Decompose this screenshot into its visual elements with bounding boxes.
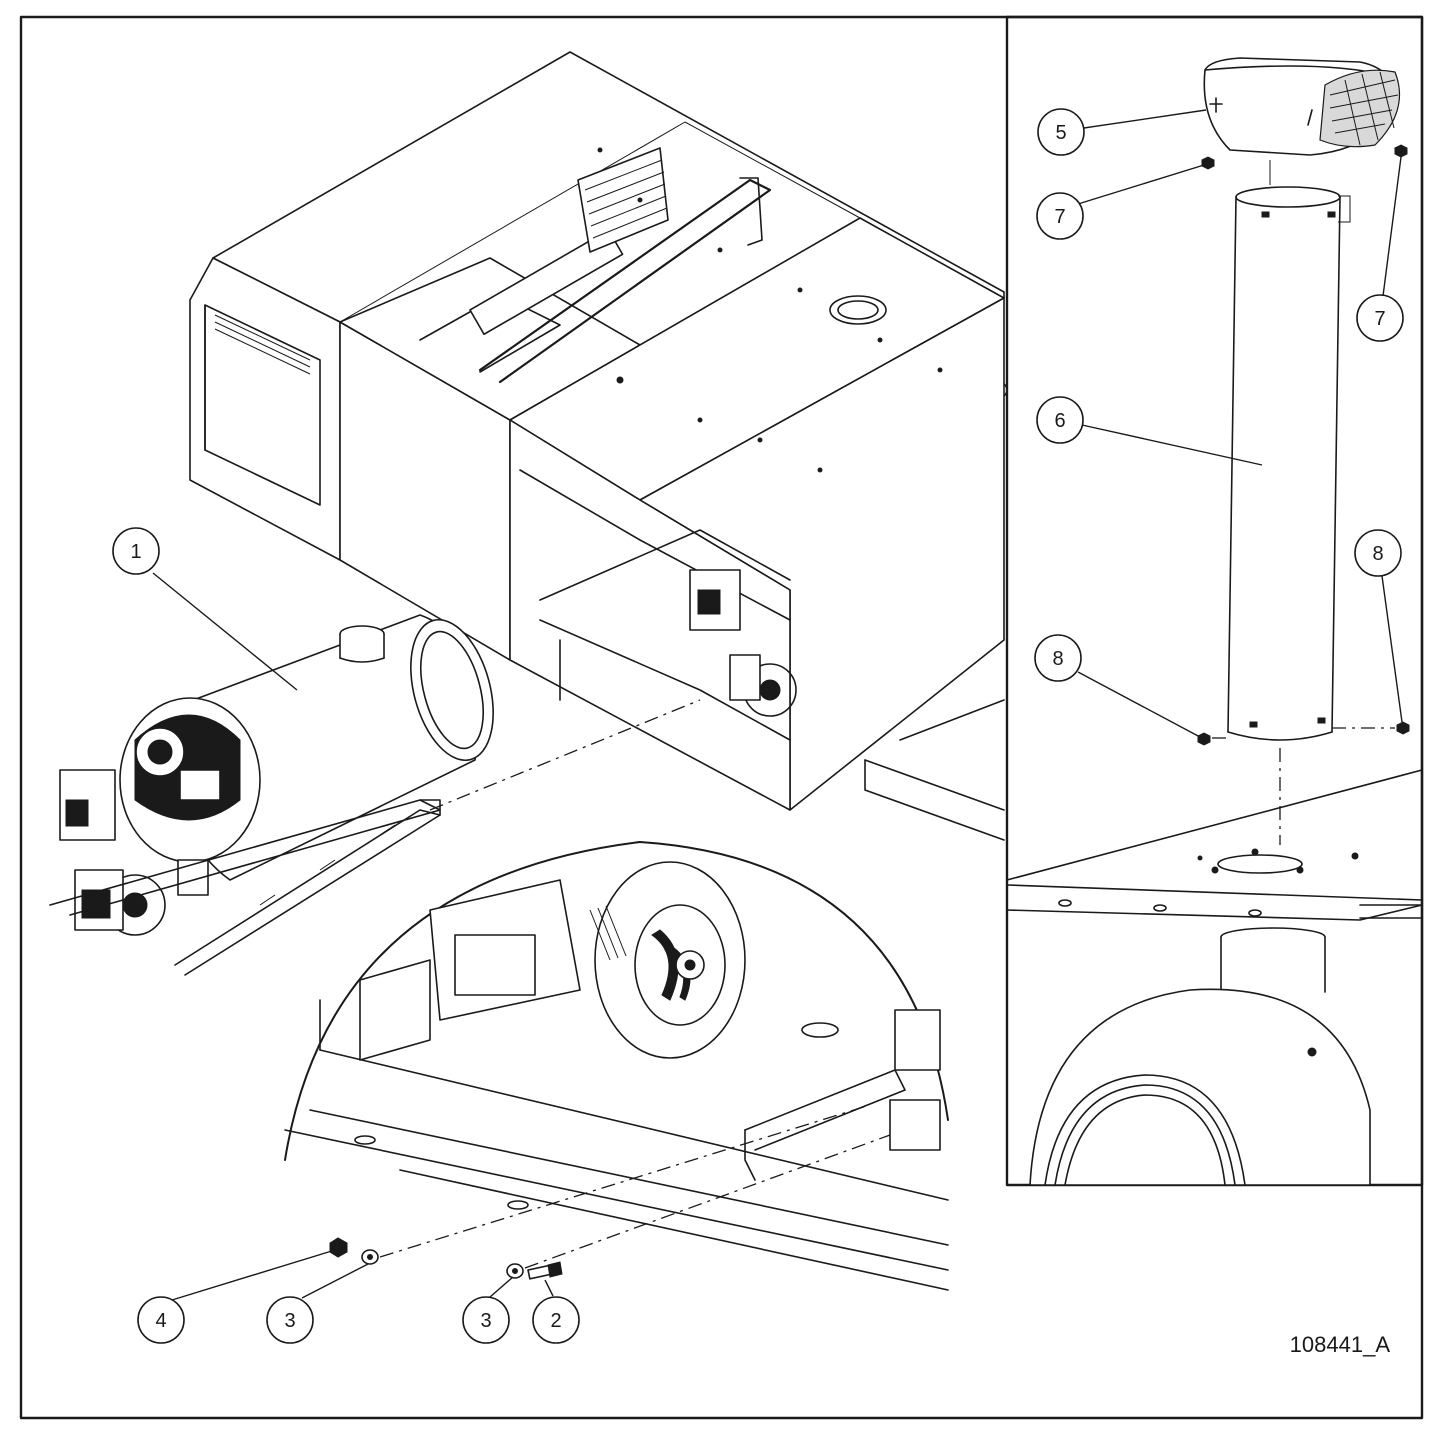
svg-text:3: 3 [284, 1310, 295, 1332]
vent-hood [1203, 57, 1401, 156]
svg-text:5: 5 [1055, 122, 1066, 144]
callout-2: 2 [532, 1296, 580, 1344]
cabinet-fasteners [597, 147, 943, 473]
left-grille [214, 314, 311, 375]
drawing-id-label: 108441_A [1290, 1332, 1391, 1357]
svg-text:6: 6 [1054, 410, 1065, 432]
svg-text:7: 7 [1054, 206, 1065, 228]
callout-5: 5 [1037, 108, 1085, 156]
callout-4: 4 [137, 1296, 185, 1344]
callout-8-left: 8 [1034, 634, 1082, 682]
callout-7-left: 7 [1036, 192, 1084, 240]
callout-3-right: 3 [462, 1296, 510, 1344]
burner-assembly [49, 614, 494, 976]
svg-text:8: 8 [1052, 648, 1063, 670]
vent-mesh [577, 147, 669, 253]
blower-fins [651, 929, 705, 1001]
svg-text:8: 8 [1372, 543, 1383, 565]
svg-text:3: 3 [480, 1310, 491, 1332]
callout-8-right: 8 [1354, 529, 1402, 577]
mounting-hardware [329, 1237, 563, 1280]
svg-text:4: 4 [155, 1310, 166, 1332]
vent-pipe [1227, 160, 1351, 741]
callout-7-right: 7 [1356, 294, 1404, 342]
callout-3-left: 3 [266, 1296, 314, 1344]
vent-detail-panel [1005, 15, 1424, 1187]
callout-6: 6 [1036, 396, 1084, 444]
callout-1: 1 [112, 527, 160, 575]
svg-text:1: 1 [130, 541, 141, 563]
svg-text:2: 2 [550, 1310, 561, 1332]
svg-text:7: 7 [1374, 308, 1385, 330]
detail-view-mounting [284, 838, 949, 1291]
callouts: 1 2 3 3 4 5 [112, 108, 1404, 1344]
housing-vents [589, 905, 627, 961]
cabinet-assembly [189, 51, 1008, 841]
